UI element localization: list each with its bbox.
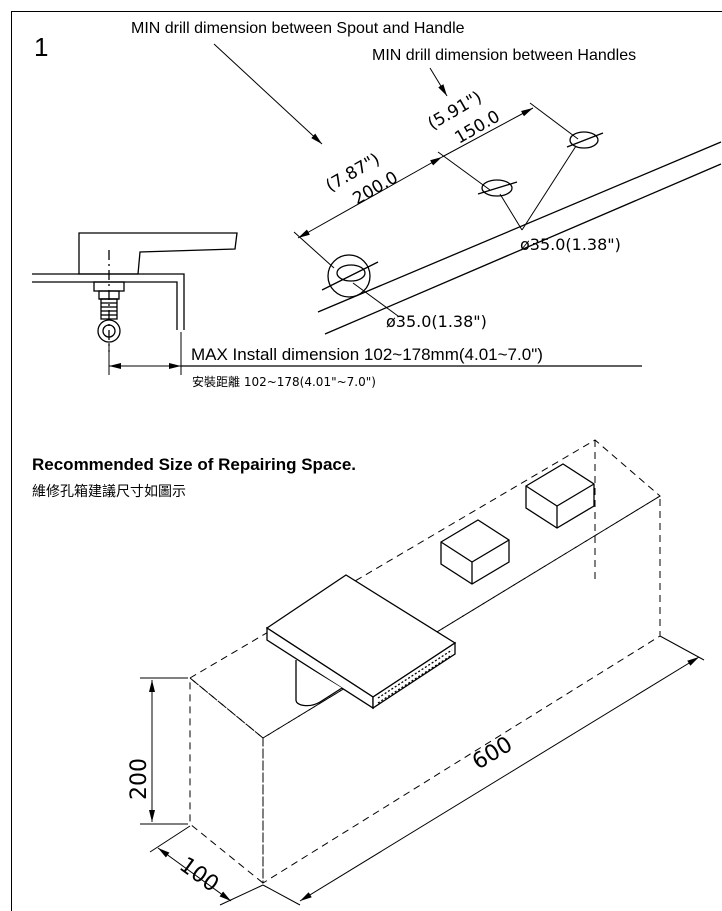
step-number: 1 xyxy=(34,32,48,62)
box-height-label: 200 xyxy=(127,758,152,800)
deck-plate xyxy=(317,141,722,335)
handle-3d-1 xyxy=(440,519,510,585)
callout-spout-handle: MIN drill dimension between Spout and Ha… xyxy=(131,20,465,37)
leader-handles xyxy=(429,67,448,97)
hole-spout xyxy=(321,254,379,298)
hole-diameter-label-handles: ø35.0(1.38") xyxy=(520,235,621,254)
faucet-side-view xyxy=(32,232,238,352)
max-install-label-cn: 安裝距離 102~178(4.01"~7.0") xyxy=(192,374,376,389)
hole-diameter-label-spout: ø35.0(1.38") xyxy=(386,312,487,331)
handle-3d-2 xyxy=(525,463,595,529)
spout-3d xyxy=(265,574,457,710)
page-frame xyxy=(11,11,722,911)
box-dimensions xyxy=(140,635,705,906)
box-length-label: 600 xyxy=(468,732,517,775)
install-dimension xyxy=(108,332,642,375)
callout-handles: MIN drill dimension between Handles xyxy=(372,47,636,64)
hole-dia-leaders xyxy=(352,145,577,317)
hole-handle-2 xyxy=(566,131,604,149)
max-install-label: MAX Install dimension 102~178mm(4.01~7.0… xyxy=(191,345,543,364)
hole-handle-1 xyxy=(477,179,518,197)
repair-space-title: Recommended Size of Repairing Space. xyxy=(32,455,356,474)
repair-space-title-cn: 維修孔箱建議尺寸如圖示 xyxy=(32,483,186,500)
leader-spout-handle xyxy=(213,43,323,145)
dimension-lines-top xyxy=(293,102,579,269)
box-depth-label: 100 xyxy=(174,853,223,898)
